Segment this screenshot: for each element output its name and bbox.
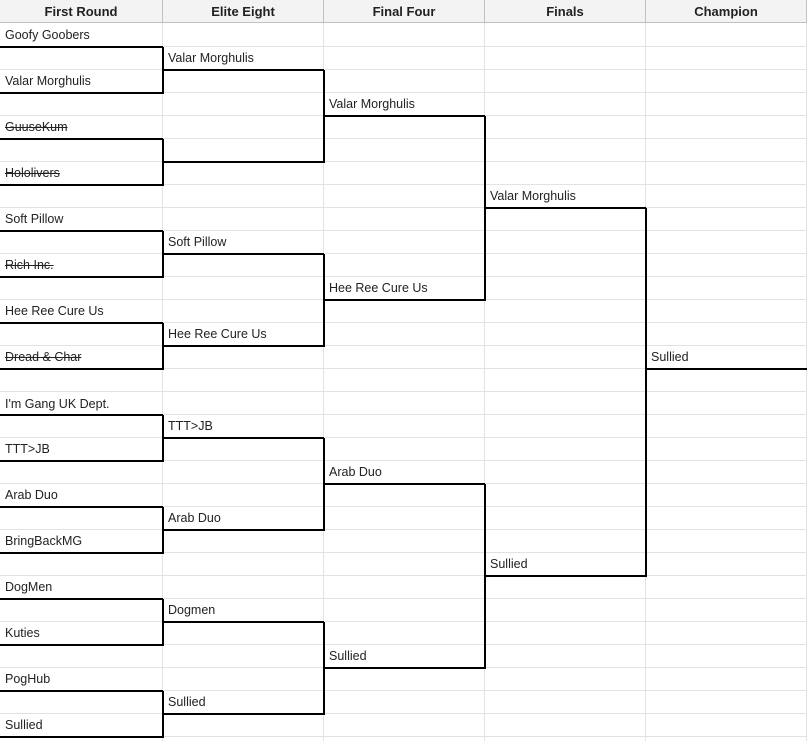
- team-cell[interactable]: Sullied: [5, 718, 43, 732]
- column-gridline: [323, 23, 324, 741]
- team-cell[interactable]: Valar Morghulis: [329, 97, 415, 111]
- team-cell[interactable]: Valar Morghulis: [5, 74, 91, 88]
- bracket-line: [0, 598, 163, 600]
- team-cell[interactable]: Kuties: [5, 626, 40, 640]
- row-gridline: [0, 46, 807, 47]
- row-gridline: [0, 368, 807, 369]
- team-cell[interactable]: Valar Morghulis: [490, 189, 576, 203]
- bracket-line: [324, 299, 485, 301]
- bracket-line: [0, 368, 163, 370]
- team-cell[interactable]: Arab Duo: [168, 511, 221, 525]
- row-gridline: [0, 207, 807, 208]
- bracket-line: [163, 345, 324, 347]
- row-gridline: [0, 575, 807, 576]
- row-gridline: [0, 92, 807, 93]
- bracket-line: [324, 483, 485, 485]
- row-gridline: [0, 184, 807, 185]
- bracket-line: [0, 644, 163, 646]
- bracket-line: [645, 208, 647, 577]
- bracket-line: [163, 69, 324, 71]
- row-gridline: [0, 460, 807, 461]
- team-cell[interactable]: Soft Pillow: [5, 212, 64, 226]
- team-cell[interactable]: Soft Pillow: [168, 235, 227, 249]
- row-gridline: [0, 391, 807, 392]
- header-first-round[interactable]: First Round: [0, 0, 163, 23]
- bracket-line: [646, 368, 807, 370]
- bracket-line: [163, 161, 324, 163]
- column-gridline: [162, 23, 163, 741]
- bracket-line: [0, 230, 163, 232]
- team-cell[interactable]: Hee Ree Cure Us: [329, 281, 428, 295]
- header-finals[interactable]: Finals: [485, 0, 646, 23]
- row-gridline: [0, 437, 807, 438]
- champion-cell[interactable]: Sullied: [651, 350, 689, 364]
- bracket-line: [163, 713, 324, 715]
- team-cell[interactable]: Hee Ree Cure Us: [5, 304, 104, 318]
- row-gridline: [0, 414, 807, 415]
- team-cell-eliminated[interactable]: Hololivers: [5, 166, 60, 180]
- bracket-line: [0, 46, 163, 48]
- bracket-line: [0, 552, 163, 554]
- header-elite-eight[interactable]: Elite Eight: [163, 0, 324, 23]
- team-cell[interactable]: I'm Gang UK Dept.: [5, 397, 110, 411]
- bracket-line: [163, 529, 324, 531]
- team-cell[interactable]: Arab Duo: [5, 488, 58, 502]
- team-cell[interactable]: Goofy Goobers: [5, 28, 90, 42]
- row-gridline: [0, 552, 807, 553]
- team-cell[interactable]: PogHub: [5, 672, 51, 686]
- bracket-line: [0, 690, 163, 692]
- bracket-line: [0, 506, 163, 508]
- row-gridline: [0, 644, 807, 645]
- team-cell[interactable]: Sullied: [490, 557, 528, 571]
- header-final-four[interactable]: Final Four: [324, 0, 485, 23]
- team-cell[interactable]: Sullied: [329, 649, 367, 663]
- row-gridline: [0, 138, 807, 139]
- bracket-line: [0, 184, 163, 186]
- row-gridline: [0, 621, 807, 622]
- team-cell[interactable]: Arab Duo: [329, 465, 382, 479]
- bracket-line: [485, 575, 646, 577]
- bracket-line: [0, 92, 163, 94]
- row-gridline: [0, 736, 807, 737]
- team-cell[interactable]: Dogmen: [168, 603, 216, 617]
- bracket-line: [324, 115, 485, 117]
- row-gridline: [0, 345, 807, 346]
- team-cell[interactable]: Sullied: [168, 695, 206, 709]
- row-gridline: [0, 230, 807, 231]
- row-gridline: [0, 161, 807, 162]
- row-gridline: [0, 322, 807, 323]
- bracket-line: [0, 138, 163, 140]
- team-cell-eliminated[interactable]: Dread & Char: [5, 350, 82, 364]
- header-champion[interactable]: Champion: [646, 0, 807, 23]
- row-gridline: [0, 253, 807, 254]
- team-cell-eliminated[interactable]: GuuseKum: [5, 120, 68, 134]
- row-gridline: [0, 713, 807, 714]
- team-cell-eliminated[interactable]: Rich Inc.: [5, 258, 54, 272]
- column-gridline: [484, 23, 485, 741]
- bracket-line: [163, 437, 324, 439]
- team-cell[interactable]: DogMen: [5, 580, 53, 594]
- team-cell[interactable]: BringBackMG: [5, 534, 83, 548]
- bracket-line: [324, 667, 485, 669]
- bracket-line: [0, 736, 163, 738]
- row-gridline: [0, 690, 807, 691]
- team-cell[interactable]: TTT>JB: [5, 442, 50, 456]
- row-gridline: [0, 506, 807, 507]
- bracket-line: [485, 207, 646, 209]
- bracket-line: [163, 253, 324, 255]
- team-cell[interactable]: TTT>JB: [168, 419, 213, 433]
- row-gridline: [0, 598, 807, 599]
- bracket-line: [0, 322, 163, 324]
- bracket-line: [163, 621, 324, 623]
- row-gridline: [0, 276, 807, 277]
- bracket-line: [0, 460, 163, 462]
- team-cell[interactable]: Hee Ree Cure Us: [168, 327, 267, 341]
- bracket-line: [0, 414, 163, 416]
- bracket-line: [0, 276, 163, 278]
- team-cell[interactable]: Valar Morghulis: [168, 51, 254, 65]
- row-gridline: [0, 529, 807, 530]
- row-gridline: [0, 69, 807, 70]
